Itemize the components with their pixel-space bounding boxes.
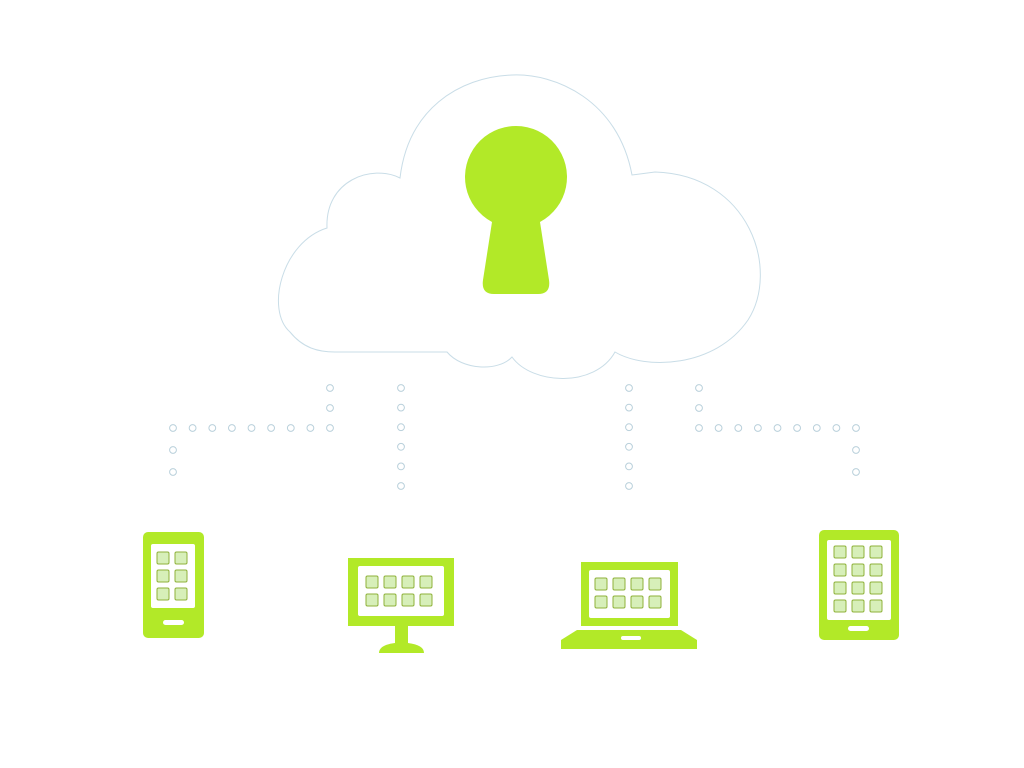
app-tile (383, 575, 397, 589)
app-tile (156, 551, 170, 565)
desktop-app-grid (365, 575, 433, 607)
app-tile (851, 563, 865, 577)
connector-dot (169, 424, 177, 432)
app-tile (833, 599, 847, 613)
laptop-app-grid (594, 577, 662, 609)
smartphone-app-grid (156, 551, 188, 601)
connector-dot (326, 424, 334, 432)
connector-dot (306, 424, 315, 432)
connector-dot (832, 424, 841, 432)
app-tile (365, 593, 379, 607)
connector-dot (625, 482, 633, 490)
app-tile (419, 593, 433, 607)
app-tile (869, 599, 883, 613)
smartphone-icon (143, 532, 204, 638)
connector-dot (852, 424, 860, 432)
app-tile (383, 593, 397, 607)
app-tile (612, 577, 626, 591)
app-tile (851, 581, 865, 595)
connectors (169, 384, 860, 490)
connector-dot (852, 446, 860, 454)
connector-laptop (625, 384, 633, 490)
app-tile (419, 575, 433, 589)
connector-dot (852, 468, 860, 476)
connector-dot (247, 424, 256, 432)
connector-dot (397, 384, 405, 392)
app-tile (833, 545, 847, 559)
connector-dot (188, 424, 197, 432)
laptop-icon (561, 562, 697, 649)
app-tile (174, 587, 188, 601)
tablet-app-grid (833, 545, 883, 613)
connector-tablet (695, 384, 860, 476)
connector-dot (812, 424, 821, 432)
connector-dot (326, 384, 334, 392)
connector-dot (397, 442, 405, 451)
app-tile (851, 599, 865, 613)
connector-dot (286, 424, 295, 432)
app-tile (612, 595, 626, 609)
desktop-monitor-icon (348, 558, 454, 653)
connector-dot (754, 424, 762, 432)
connector-dot (169, 446, 177, 454)
app-tile (833, 581, 847, 595)
connector-dot (267, 424, 276, 432)
connector-dot (326, 404, 334, 412)
app-tile (594, 577, 608, 591)
smartphone-home-button (163, 620, 184, 625)
app-tile (630, 577, 644, 591)
connector-dot (734, 424, 743, 432)
connector-dot (208, 424, 217, 432)
app-tile (156, 587, 170, 601)
keyhole (465, 126, 567, 294)
app-tile (401, 593, 415, 607)
app-tile (174, 569, 188, 583)
devices (143, 530, 899, 653)
laptop-screen (589, 570, 670, 618)
connector-dot (397, 482, 405, 490)
laptop-trackpad (621, 636, 641, 640)
app-tile (648, 595, 662, 609)
connector-dot (714, 424, 723, 432)
app-tile (630, 595, 644, 609)
connector-dot (625, 442, 633, 451)
connector-dot (625, 403, 633, 412)
app-tile (851, 545, 865, 559)
connector-dot (397, 423, 405, 432)
app-tile (648, 577, 662, 591)
app-tile (869, 545, 883, 559)
app-tile (869, 581, 883, 595)
connector-dot (625, 462, 633, 471)
app-tile (401, 575, 415, 589)
app-tile (365, 575, 379, 589)
keyhole-icon (465, 126, 567, 294)
app-tile (156, 569, 170, 583)
connector-dot (695, 384, 703, 392)
desktop-stand (379, 626, 424, 653)
connector-dot (625, 423, 633, 432)
connector-dot (625, 384, 633, 392)
tablet-home-button (848, 626, 869, 631)
app-tile (833, 563, 847, 577)
app-tile (594, 595, 608, 609)
connector-dot (169, 468, 177, 476)
connector-dot (773, 424, 782, 432)
connector-desktop (397, 384, 405, 490)
connector-dot (793, 424, 801, 432)
desktop-screen (358, 566, 444, 616)
connector-dot (695, 404, 703, 412)
connector-dot (695, 424, 703, 432)
app-tile (869, 563, 883, 577)
connector-dot (228, 424, 236, 432)
connector-smartphone (169, 384, 334, 476)
connector-dot (397, 462, 405, 471)
tablet-icon (819, 530, 899, 640)
app-tile (174, 551, 188, 565)
connector-dot (397, 403, 405, 412)
